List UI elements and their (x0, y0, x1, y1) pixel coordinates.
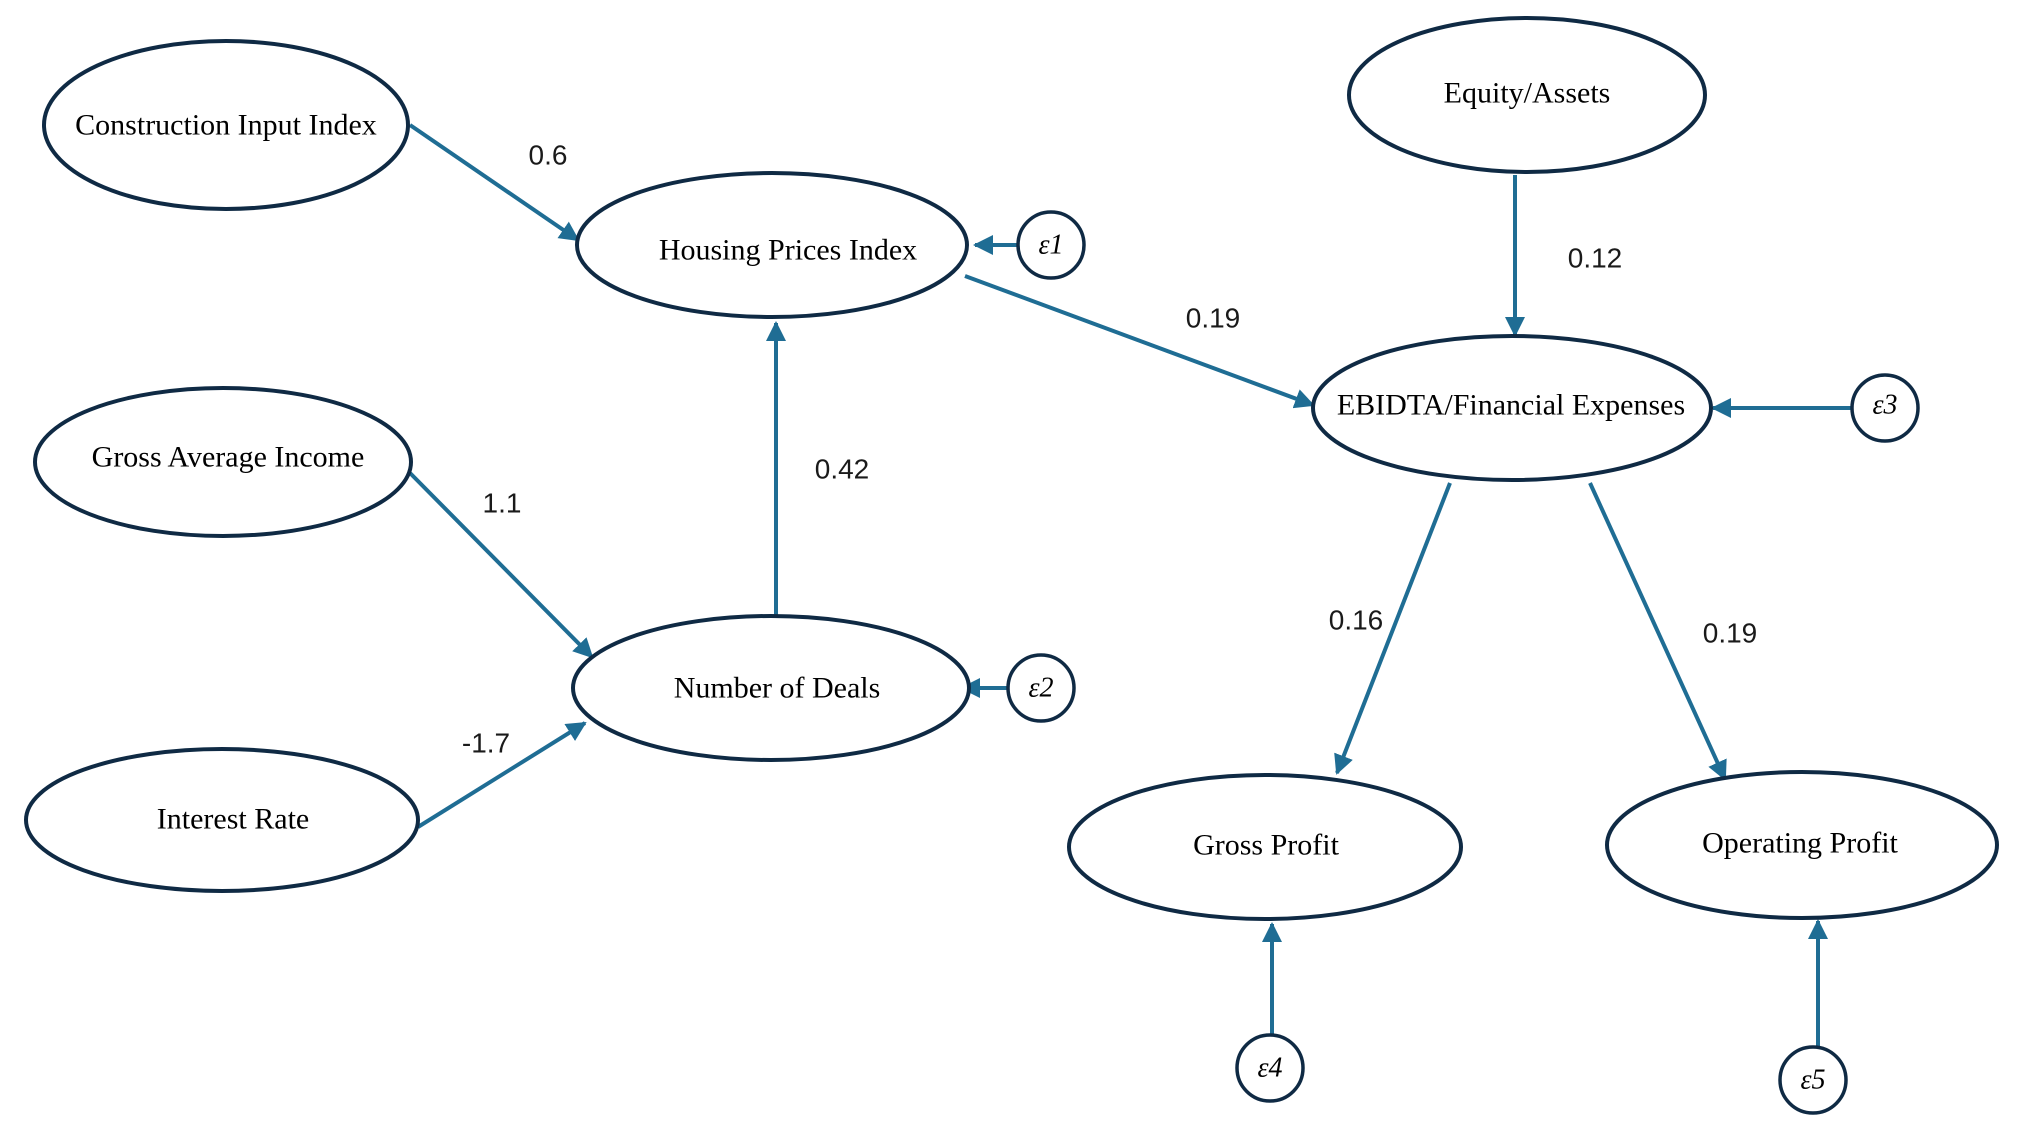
node-label-construction-input-index: Construction Input Index (75, 109, 377, 142)
node-ebidta-financial-expenses: EBIDTA/Financial Expenses (1311, 334, 1713, 482)
coef-income-to-deals: 1.1 (483, 488, 522, 519)
edge-ebidta-to-gross-profit (1334, 482, 1452, 775)
coef-interest-to-deals: -1.7 (462, 728, 510, 759)
error-e2: ε2 (1006, 653, 1076, 723)
edge-ebidta-to-operating-profit (1588, 482, 1727, 781)
coef-deals-to-housing: 0.42 (815, 454, 870, 485)
node-gross-profit: Gross Profit (1067, 773, 1463, 921)
error-e1: ε1 (1016, 210, 1086, 280)
edge-housing-to-ebidta (964, 274, 1315, 409)
edge-construction-to-housing (408, 123, 580, 242)
error-e3: ε3 (1850, 373, 1920, 443)
coef-construction-to-housing: 0.6 (529, 140, 568, 171)
node-interest-rate: Interest Rate (24, 747, 420, 893)
node-number-of-deals: Number of Deals (571, 614, 971, 762)
node-label-equity-assets: Equity/Assets (1444, 77, 1611, 110)
node-label-operating-profit: Operating Profit (1702, 827, 1898, 860)
node-equity-assets: Equity/Assets (1347, 16, 1707, 174)
node-construction-input-index: Construction Input Index (42, 39, 410, 211)
node-housing-prices-index: Housing Prices Index (575, 171, 969, 319)
error-e5: ε5 (1778, 1045, 1848, 1115)
error-label-e1: ε1 (1038, 230, 1063, 261)
error-label-e2: ε2 (1028, 673, 1053, 704)
node-label-ebidta-financial-expenses: EBIDTA/Financial Expenses (1337, 389, 1685, 422)
coef-housing-to-ebidta: 0.19 (1186, 303, 1241, 334)
coef-equity-to-ebidta: 0.12 (1568, 243, 1623, 274)
error-label-e5: ε5 (1800, 1065, 1825, 1096)
edge-income-to-deals (408, 471, 594, 659)
node-label-housing-prices-index: Housing Prices Index (659, 234, 917, 267)
node-operating-profit: Operating Profit (1605, 770, 1999, 920)
edge-interest-to-deals (416, 721, 587, 829)
node-label-number-of-deals: Number of Deals (674, 672, 881, 705)
node-label-gross-average-income: Gross Average Income (92, 441, 365, 474)
error-e4: ε4 (1235, 1033, 1305, 1103)
node-gross-average-income: Gross Average Income (33, 386, 413, 538)
coef-ebidta-to-operating-profit: 0.19 (1703, 618, 1758, 649)
error-label-e4: ε4 (1257, 1053, 1282, 1084)
error-label-e3: ε3 (1872, 390, 1897, 421)
node-label-interest-rate: Interest Rate (157, 803, 309, 836)
node-label-gross-profit: Gross Profit (1193, 829, 1340, 862)
coef-ebidta-to-gross-profit: 0.16 (1329, 605, 1384, 636)
